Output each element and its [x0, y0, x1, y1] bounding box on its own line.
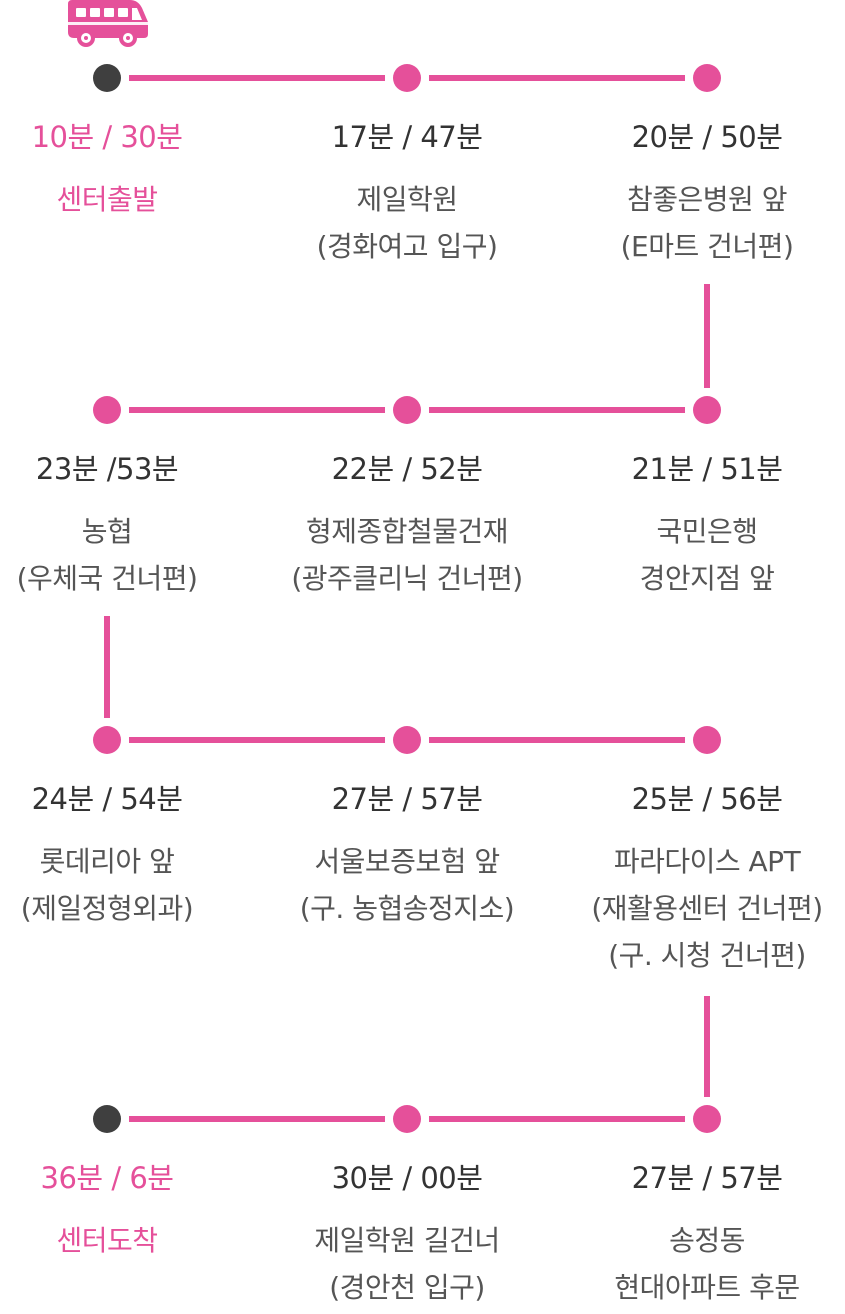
stop-name: 센터도착	[0, 1217, 247, 1264]
stop-name: 제일학원 길건너 (경안천 입구)	[267, 1217, 547, 1311]
stop-name: 롯데리아 앞 (제일정형외과)	[0, 838, 247, 932]
stop-name-line: (E마트 건너편)	[620, 230, 794, 263]
bus-icon	[68, 0, 148, 47]
stop-name-line: (재활용센터 건너편)	[591, 892, 823, 925]
stop-name-line: 국민은행	[656, 515, 758, 548]
route-stops	[93, 64, 721, 1133]
stop-time: 24분 / 54분	[31, 782, 183, 816]
stop-name-line: (우체국 건너편)	[16, 562, 198, 595]
stop-dot	[693, 396, 721, 424]
stop-name-line: (구. 농협송정지소)	[299, 892, 515, 925]
stop-dot	[693, 64, 721, 92]
stop-dot	[393, 64, 421, 92]
stop-time: 30분 / 00분	[331, 1161, 483, 1195]
stop-name: 형제종합철물건재 (광주클리닉 건너편)	[267, 508, 547, 602]
route-lines	[104, 75, 710, 1122]
stop-name-line: 센터도착	[56, 1224, 158, 1257]
stop-name: 참좋은병원 앞 (E마트 건너편)	[567, 176, 845, 270]
terminal-stop-dot	[93, 1105, 121, 1133]
stop-name-line: 농협	[81, 515, 133, 548]
stop-name-line: 제일학원 길건너	[314, 1224, 500, 1257]
stop-name-line: 센터출발	[56, 183, 158, 216]
stop-name-line: 제일학원	[356, 183, 458, 216]
stop-time: 21분 / 51분	[631, 452, 783, 486]
stop-name-line: (경화여고 입구)	[316, 230, 498, 263]
stop-name-line: 현대아파트 후문	[614, 1271, 800, 1304]
stop-time: 36분 / 6분	[40, 1161, 174, 1195]
stop-name-line: 파라다이스 APT	[613, 845, 801, 878]
stop-time: 27분 / 57분	[331, 782, 483, 816]
stop-time: 22분 / 52분	[331, 452, 483, 486]
stop-name: 센터출발	[0, 176, 247, 223]
stop-time: 27분 / 57분	[631, 1161, 783, 1195]
stop-name-line: (제일정형외과)	[20, 892, 194, 925]
stop-dot	[93, 726, 121, 754]
stop-time: 25분 / 56분	[631, 782, 783, 816]
stop-name-line: (구. 시청 건너편)	[608, 939, 806, 972]
stop-name-line: 경안지점 앞	[639, 562, 775, 595]
stop-time: 20분 / 50분	[631, 120, 783, 154]
stop-dot	[393, 1105, 421, 1133]
stop-name: 농협 (우체국 건너편)	[0, 508, 247, 602]
stop-name: 제일학원 (경화여고 입구)	[267, 176, 547, 270]
stop-dot	[693, 1105, 721, 1133]
stop-dot	[393, 396, 421, 424]
stop-time: 17분 / 47분	[331, 120, 483, 154]
stop-name-line: 롯데리아 앞	[39, 845, 175, 878]
stop-name-line: 서울보증보험 앞	[314, 845, 500, 878]
stop-time: 10분 / 30분	[31, 120, 183, 154]
terminal-stop-dot	[93, 64, 121, 92]
stop-dot	[693, 726, 721, 754]
stop-dot	[93, 396, 121, 424]
stop-name: 서울보증보험 앞 (구. 농협송정지소)	[267, 838, 547, 932]
stop-time: 23분 /53분	[35, 452, 179, 486]
stop-dot	[393, 726, 421, 754]
stop-name: 파라다이스 APT (재활용센터 건너편) (구. 시청 건너편)	[567, 838, 845, 979]
stop-name-line: (경안천 입구)	[329, 1271, 485, 1304]
stop-name-line: 형제종합철물건재	[305, 515, 509, 548]
stop-name-line: 송정동	[669, 1224, 745, 1257]
stop-name-line: 참좋은병원 앞	[627, 183, 787, 216]
stop-name-line: (광주클리닉 건너편)	[291, 562, 523, 595]
